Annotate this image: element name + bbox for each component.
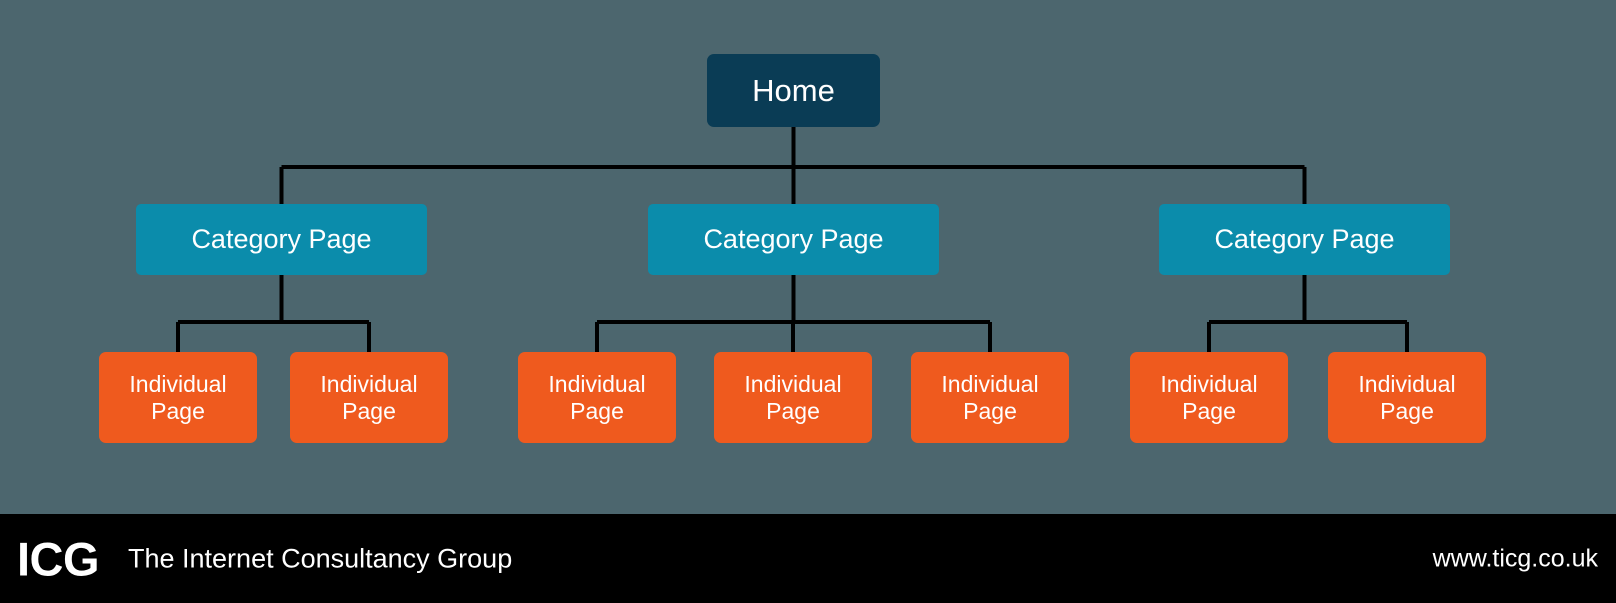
node-category-page-3[interactable]: Category Page [1159, 204, 1450, 275]
connector-lines [176, 127, 1409, 352]
brand-tagline: The Internet Consultancy Group [128, 543, 513, 573]
node-home-label: Home [752, 72, 835, 108]
node-category-page-2-label: Category Page [703, 223, 884, 254]
connector-group [176, 127, 1409, 352]
icg-logo: ICG [17, 532, 100, 585]
node-category-page-2[interactable]: Category Page [648, 204, 939, 275]
node-category-page-1-label: Category Page [191, 223, 372, 254]
node-home[interactable]: Home [707, 54, 880, 127]
node-category-page-1[interactable]: Category Page [136, 204, 427, 275]
node-category-page-3-label: Category Page [1214, 223, 1395, 254]
footer-bar: ICG The Internet Consultancy Group www.t… [0, 514, 1616, 603]
website-url[interactable]: www.ticg.co.uk [1432, 544, 1598, 572]
